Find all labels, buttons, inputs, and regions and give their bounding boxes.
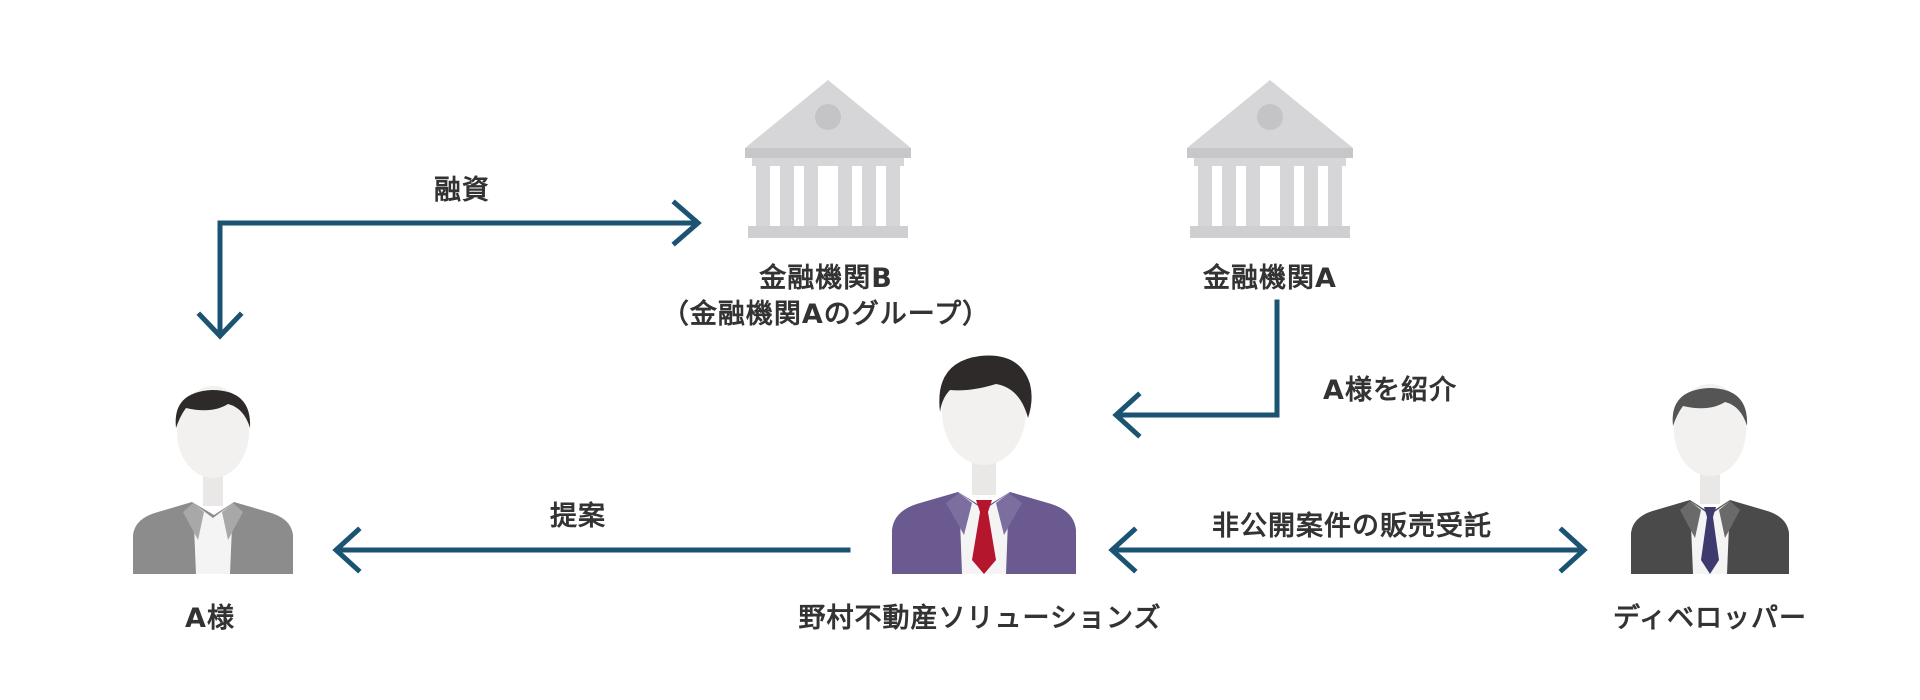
introduction-label: A様を紹介 <box>1323 375 1457 406</box>
client-a-person-icon <box>133 386 293 574</box>
bank-a-icon <box>1187 80 1353 238</box>
developer-label: ディベロッパー <box>1612 603 1808 634</box>
consignment-label: 非公開案件の販売受託 <box>1212 511 1492 542</box>
proposal-label: 提案 <box>550 501 606 532</box>
nomura-label: 野村不動産ソリューションズ <box>798 603 1162 634</box>
nomura-person-icon <box>892 355 1076 574</box>
bank-b-icon <box>745 80 911 238</box>
consignment-arrow <box>1108 526 1588 574</box>
bank-a-label: 金融機関A <box>1203 263 1337 294</box>
bank-b-note: （金融機関Aのグループ） <box>661 299 991 330</box>
client-a-label: A様 <box>185 603 235 634</box>
developer-person-icon <box>1631 384 1789 574</box>
loan-label: 融資 <box>434 175 490 206</box>
proposal-arrow <box>332 526 851 574</box>
introduction-arrow <box>1112 299 1280 439</box>
loan-arrow <box>196 199 702 340</box>
bank-b-label: 金融機関B <box>759 263 893 294</box>
